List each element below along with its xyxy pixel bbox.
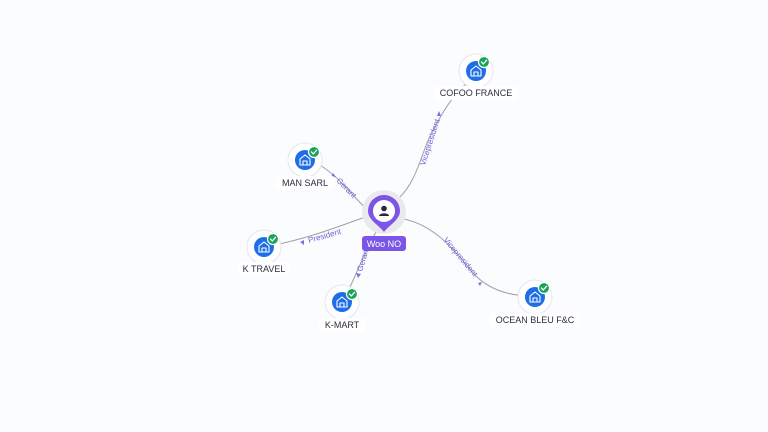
company-node-ktravel[interactable]: K TRAVEL [238, 229, 290, 276]
person-name: Woo NO [367, 239, 401, 249]
person-icon [379, 205, 389, 216]
arrow-kmart [356, 273, 361, 278]
edge-label-ktravel: President [307, 227, 343, 245]
verified-check-icon [477, 55, 491, 69]
edge-label-cofoo: Vicepresident [418, 117, 442, 166]
arrow-cofoo [437, 111, 441, 116]
arrow-man [331, 173, 336, 177]
verified-check-icon [537, 281, 551, 295]
company-node-kmart[interactable]: K-MART [319, 284, 365, 332]
edge-ocean [397, 217, 533, 297]
company-node-man[interactable]: MAN SARL [275, 142, 335, 190]
company-label: K-MART [325, 320, 360, 330]
company-label: MAN SARL [282, 178, 328, 188]
company-label: COFOO FRANCE [440, 88, 513, 98]
verified-check-icon [307, 145, 321, 159]
edge-arrows [300, 111, 482, 286]
company-label: K TRAVEL [243, 264, 286, 274]
verified-check-icon [266, 232, 280, 246]
person-name-tag [362, 236, 406, 251]
company-node-cofoo[interactable]: COFOO FRANCE [434, 53, 518, 100]
person-node[interactable]: Woo NO [362, 190, 406, 251]
company-node-ocean[interactable]: OCEAN BLEU F&C [489, 279, 581, 327]
edge-ktravel [269, 215, 369, 247]
edge-label-ocean: Vicepresident [441, 236, 479, 279]
verified-check-icon [345, 287, 359, 301]
arrow-ktravel [300, 240, 304, 245]
company-label: OCEAN BLEU F&C [496, 315, 575, 325]
arrow-ocean [478, 282, 482, 286]
